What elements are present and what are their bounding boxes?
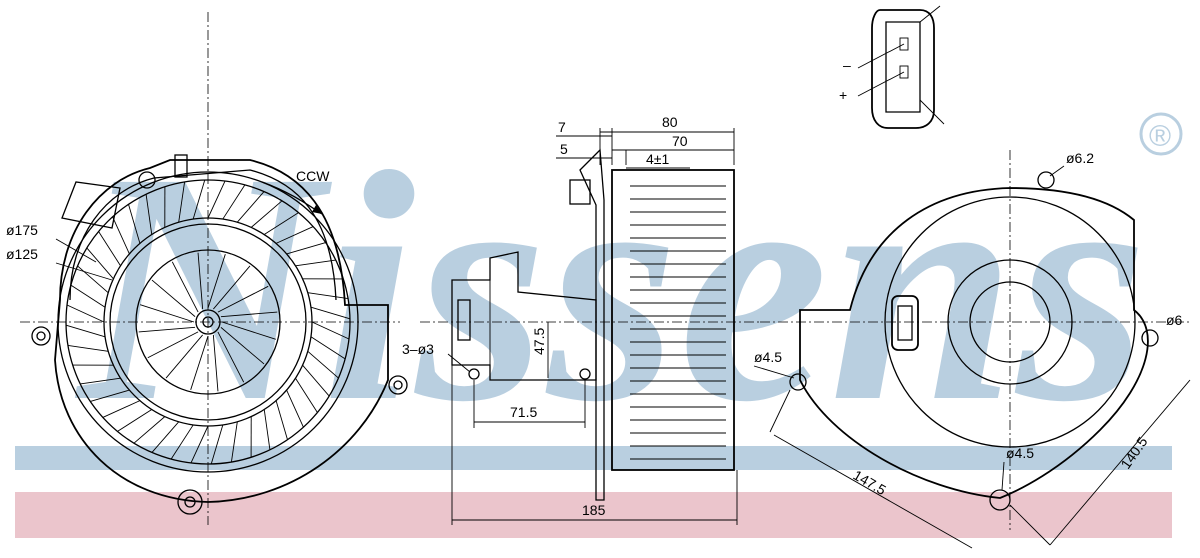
dim-7: 7 <box>558 119 566 135</box>
rotation-label: CCW <box>296 168 330 184</box>
dim-185: 185 <box>582 502 606 518</box>
rear-view: ø6.2 ø6 ø4.5 ø4.5 147.5 140.5 <box>753 150 1191 549</box>
dim-4: 4±1 <box>646 151 669 167</box>
hole-6-label: ø6 <box>1166 312 1183 328</box>
front-view: CCW ø175 ø125 <box>6 12 408 525</box>
hole-6-2-label: ø6.2 <box>1066 150 1094 166</box>
outer-diameter-label: ø175 <box>6 222 38 238</box>
side-view: 80 70 7 5 4±1 47.5 3–ø3 71.5 <box>402 114 760 525</box>
connector-plus: + <box>839 87 847 103</box>
holes-label: 3–ø3 <box>402 341 434 357</box>
inner-diameter-label: ø125 <box>6 246 38 262</box>
registered-mark-icon: ® <box>1139 112 1183 156</box>
dim-5: 5 <box>560 141 568 157</box>
dim-71-5: 71.5 <box>510 404 537 420</box>
connector-detail: – + <box>839 5 945 129</box>
svg-text:®: ® <box>1149 120 1171 153</box>
dim-80: 80 <box>662 114 678 130</box>
dim-70: 70 <box>672 133 688 149</box>
dim-47-5: 47.5 <box>531 328 547 355</box>
hole-4-5-bottom-label: ø4.5 <box>1006 445 1034 461</box>
dim-147-5: 147.5 <box>851 467 890 498</box>
hole-4-5-left-label: ø4.5 <box>754 349 782 365</box>
connector-minus: – <box>843 57 851 73</box>
